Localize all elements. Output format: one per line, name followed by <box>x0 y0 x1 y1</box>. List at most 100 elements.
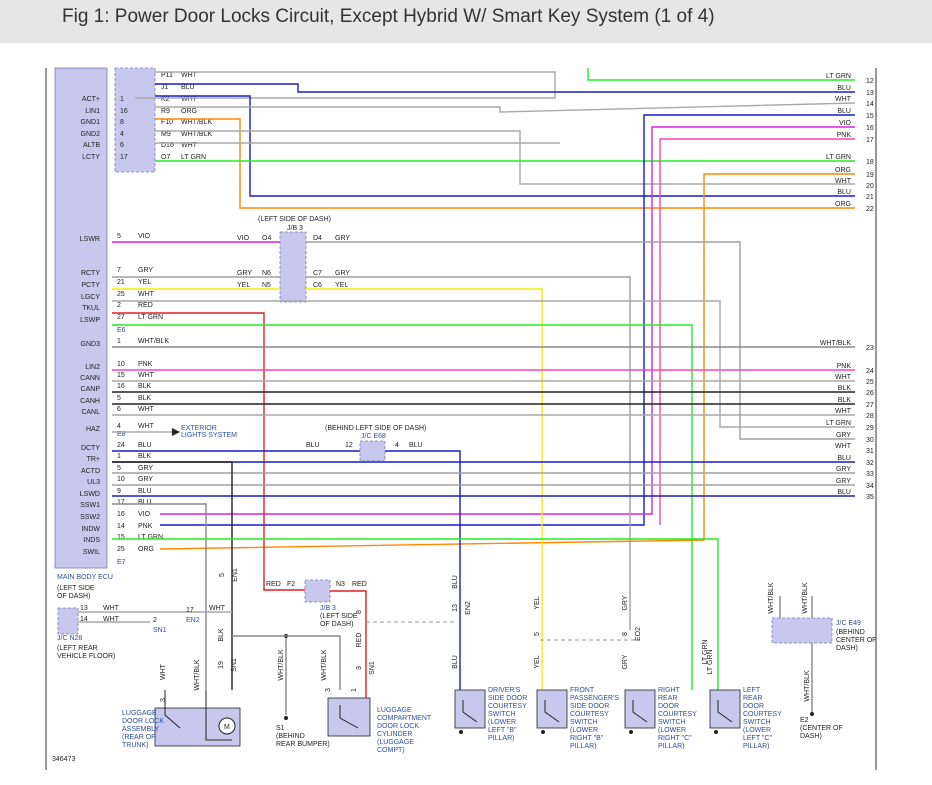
wire-color: LT GRN <box>181 154 206 161</box>
pin-name-lin2: LIN2 <box>85 364 100 371</box>
title-bar: Fig 1: Power Door Locks Circuit, Except … <box>0 0 932 43</box>
switch-label-2: PILLAR) <box>658 743 684 750</box>
wire-color: LT GRN <box>138 534 163 541</box>
e2-label: DASH) <box>800 733 822 740</box>
switch-label-2: RIGHT "C" <box>658 735 692 742</box>
ref-number-34: 34 <box>866 483 874 490</box>
wire-color: WHT <box>181 72 198 79</box>
conn-e7: E7 <box>117 559 126 566</box>
conn-e8: E8 <box>117 431 126 438</box>
wire-color: BLK <box>218 628 225 642</box>
ref-color-14: WHT <box>835 96 852 103</box>
wire-lgcy <box>112 300 855 428</box>
n28-location: (LEFT REAR <box>57 645 98 652</box>
conn-pin: F10 <box>161 119 173 126</box>
ref-color-13: BLU <box>837 85 851 92</box>
pin-name-LCTY: LCTY <box>82 154 100 161</box>
ref-number-24: 24 <box>866 368 874 375</box>
pin-name-ALTB: ALTB <box>83 142 100 149</box>
wire-ground-bus <box>232 635 341 690</box>
switch-label-1: (LOWER <box>570 727 598 734</box>
ref-number-21: 21 <box>866 194 874 201</box>
s1-label: (BEHIND <box>276 733 305 740</box>
wire-color: WHT <box>103 616 120 623</box>
page-title: Fig 1: Power Door Locks Circuit, Except … <box>62 6 715 27</box>
pin-name-lswp: LSWP <box>80 317 100 324</box>
wire-c6 <box>306 288 543 690</box>
wire-color: VIO <box>138 233 151 240</box>
ref-number-15: 15 <box>866 113 874 120</box>
ref-number-23: 23 <box>866 345 874 352</box>
n28-pin: 14 <box>80 616 88 623</box>
wire-color: WHT <box>181 96 198 103</box>
n28-location: VEHICLE FLOOR) <box>57 653 115 660</box>
wire-color: PNK <box>138 361 153 368</box>
wire-color: WHT/BLK <box>768 582 775 613</box>
switch-label-0: SWITCH <box>488 711 516 718</box>
ground-icon <box>284 716 288 720</box>
wire-color: WHT/BLK <box>138 338 169 345</box>
pin-num: 8 <box>622 632 629 636</box>
conn-pin: K2 <box>161 96 170 103</box>
ref-color-24: PNK <box>837 363 852 370</box>
motor-icon <box>218 717 236 735</box>
pin-num: 8 <box>356 610 363 614</box>
wire-color: PNK <box>138 523 153 530</box>
pin-name-haz: HAZ <box>86 426 101 433</box>
luggage-lock-label: ASSEMBLY <box>122 726 160 733</box>
ref-color-35: BLU <box>837 489 851 496</box>
pin-name-GND1: GND1 <box>81 119 101 126</box>
wire-color: WHT <box>103 605 120 612</box>
eo2-label: EO2 <box>635 627 642 641</box>
pin-name-canl: CANL <box>81 409 100 416</box>
pin-num: 5 <box>117 395 121 402</box>
pin-num: 4 <box>117 423 121 430</box>
pin-num: 3 <box>356 666 363 670</box>
ref-color-33: GRY <box>836 466 851 473</box>
en1-label: EN1 <box>232 568 239 582</box>
ref-color-34: GRY <box>836 478 851 485</box>
wire-n3 <box>330 590 367 700</box>
lock-internal <box>205 690 232 741</box>
ref-color-28: WHT <box>835 408 852 415</box>
ref-color-32: BLU <box>837 455 851 462</box>
wire-color: BLU <box>181 84 195 91</box>
jb3-left-pin: N6 <box>262 270 271 277</box>
e68-pin: 4 <box>395 442 399 449</box>
ecu-top-connector <box>114 67 156 173</box>
wire-color: WHT <box>138 291 155 298</box>
wire-color: WHT/BLK <box>181 131 212 138</box>
ref-number-13: 13 <box>866 90 874 97</box>
wire-17 <box>659 138 855 525</box>
pin-name-pcty: PCTY <box>81 282 100 289</box>
switch-label-3: REAR <box>743 695 762 702</box>
wire-j1-13 <box>155 83 855 93</box>
ref-number-29: 29 <box>866 425 874 432</box>
wire-color: WHT <box>181 142 198 149</box>
exterior-lights-label: EXTERIOR <box>181 425 217 432</box>
jb3b-location: (LEFT SIDE <box>320 613 358 620</box>
switch-label-2: (LOWER <box>658 727 686 734</box>
ground-icon <box>459 730 463 734</box>
pin-name-ul3: UL3 <box>87 479 100 486</box>
e49-location: DASH) <box>836 645 858 652</box>
wire-15-ssw1 <box>160 114 855 526</box>
jb3-left-pin: N5 <box>262 282 271 289</box>
pin-name-swil: SWIL <box>83 549 100 556</box>
switch-label-2: SWITCH <box>658 719 686 726</box>
ground-icon <box>541 730 545 734</box>
switch-label-3: DOOR <box>743 703 764 710</box>
pin-num: 1 <box>117 338 121 345</box>
wire-color: VIO <box>138 511 151 518</box>
pin-num: 8 <box>120 119 124 126</box>
jc-e68 <box>359 440 386 462</box>
luggage-cylinder-label: DOOR LOCK <box>377 723 419 730</box>
wire-color: BLU <box>138 499 152 506</box>
ground-icon <box>714 730 718 734</box>
wire-color: WHT/BLK <box>802 582 809 613</box>
wire-color: ORG <box>181 108 197 115</box>
switch-label-0: SIDE DOOR <box>488 695 527 702</box>
wire-inds <box>112 538 719 690</box>
switch-label-1: PASSENGER'S <box>570 695 619 702</box>
luggage-cylinder-label: COMPARTMENT <box>377 715 432 722</box>
